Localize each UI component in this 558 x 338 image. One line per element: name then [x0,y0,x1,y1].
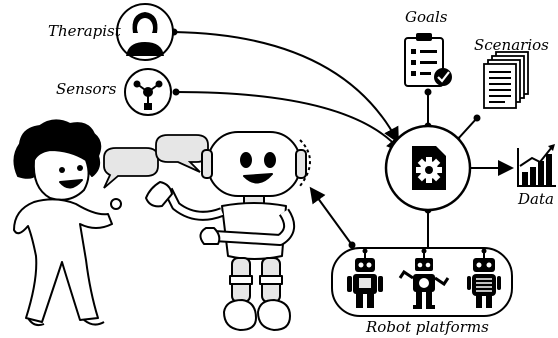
speech-bubble [155,134,209,173]
sensors-connector [175,91,403,154]
speech-bubble [103,147,159,189]
therapist-connector [173,31,399,144]
sensors-icon [124,68,172,116]
scenarios-label: Scenarios [474,36,549,54]
sensors-label: Sensors [56,80,117,98]
scenarios-connector [456,117,478,141]
therapist-icon [116,3,174,61]
robot-control-connector [309,186,353,246]
document-stack-icon [483,51,529,109]
therapist-label: Therapist [48,22,121,40]
robot-icon [398,248,450,309]
robot-platforms-label: Robot platforms [366,318,489,336]
child-illustration [13,119,122,327]
data-label: Data [518,190,554,208]
bar-chart-trend-icon [517,144,556,187]
goals-label: Goals [405,8,448,26]
robot-icon [467,248,501,308]
clipboard-checklist-icon [404,33,452,87]
connectors [173,31,514,248]
hub-icon [384,124,472,212]
robot-icon [347,248,383,308]
robot-character [145,131,311,331]
